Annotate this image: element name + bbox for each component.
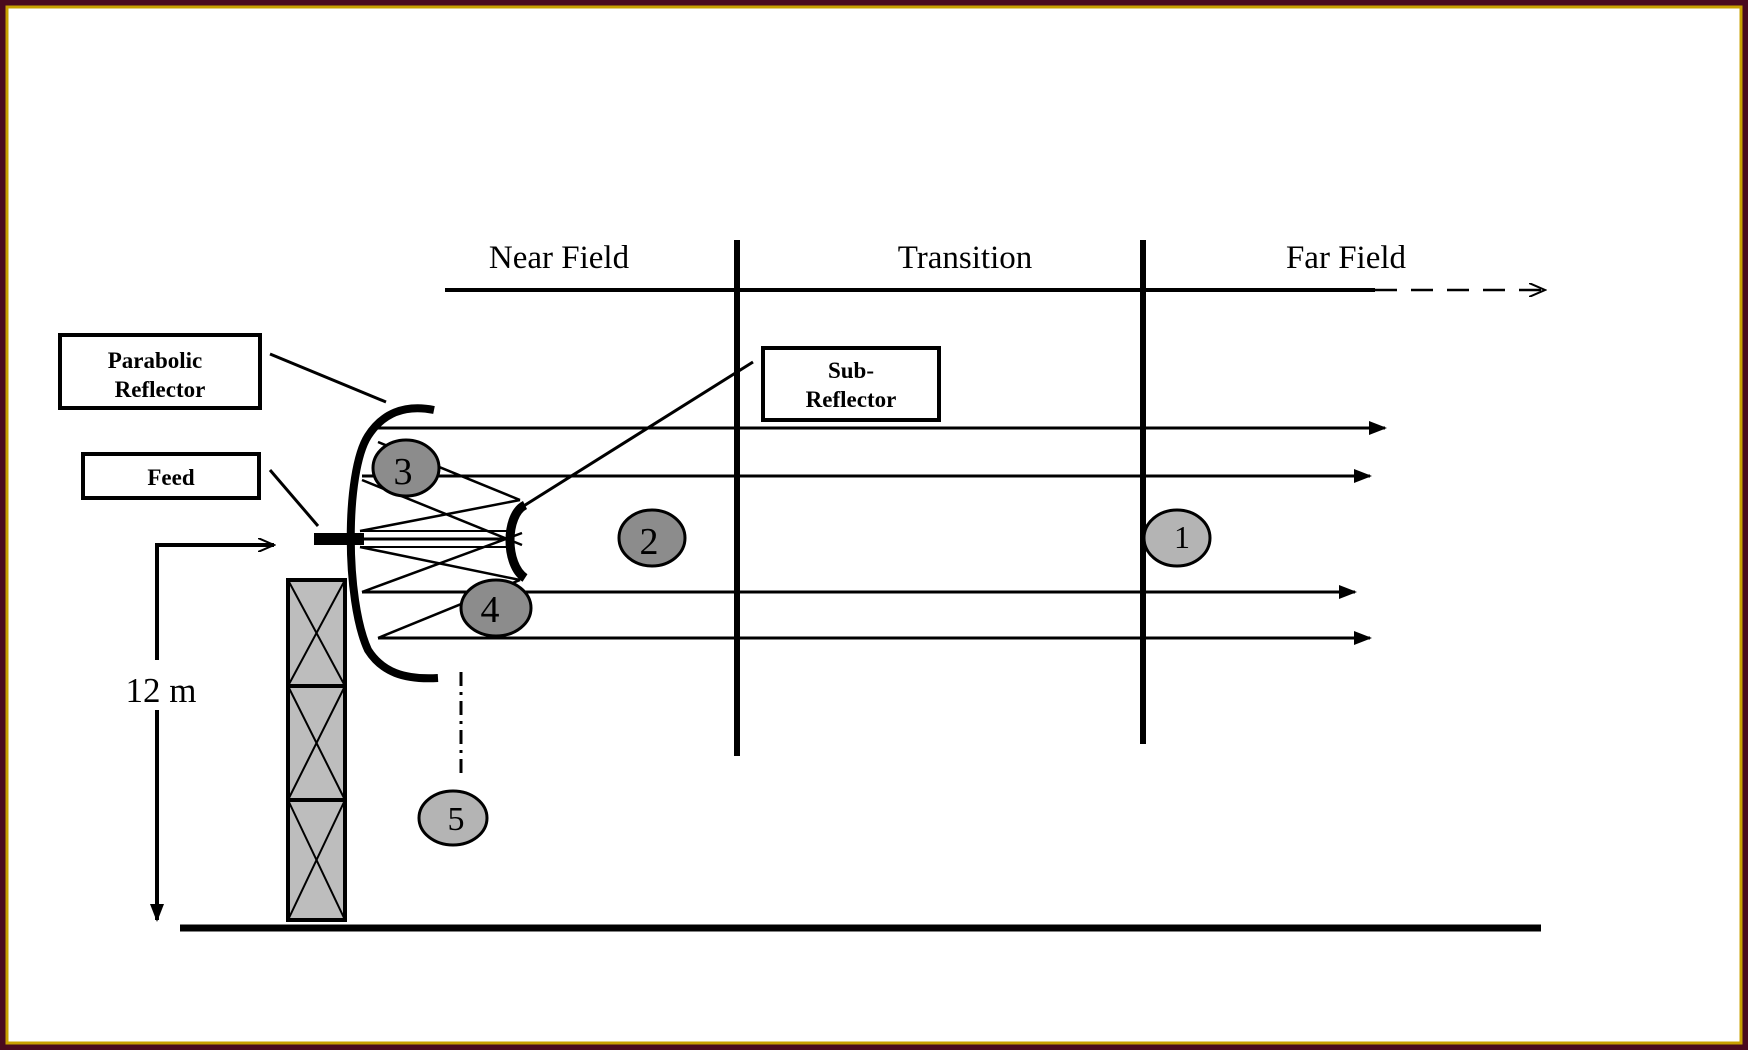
feed-callout: Feed bbox=[81, 452, 320, 527]
tower bbox=[286, 578, 347, 922]
parabolic-reflector-dish bbox=[346, 404, 439, 683]
near-field-label: Near Field bbox=[489, 240, 630, 276]
far-field-label: Far Field bbox=[1286, 240, 1407, 276]
height-label: 12 m bbox=[126, 671, 197, 710]
sub-reflector-label-line2: Reflector bbox=[806, 387, 897, 412]
parabolic-label-line2: Reflector bbox=[115, 377, 206, 402]
svg-text:2: 2 bbox=[640, 521, 659, 563]
marker-1: 1 bbox=[1142, 508, 1212, 568]
parabolic-label-line1: Parabolic bbox=[108, 348, 203, 373]
svg-text:3: 3 bbox=[394, 451, 413, 493]
feed-label: Feed bbox=[147, 465, 194, 490]
marker-5: 5 bbox=[417, 789, 489, 847]
parabolic-reflector-callout: Parabolic Reflector bbox=[58, 333, 387, 410]
canvas bbox=[5, 5, 1743, 1045]
marker-2: 2 bbox=[617, 508, 687, 568]
svg-text:5: 5 bbox=[448, 801, 465, 838]
feed-horn bbox=[314, 533, 364, 545]
svg-text:4: 4 bbox=[481, 589, 500, 631]
sub-reflector-callout: Sub- Reflector bbox=[521, 346, 941, 509]
marker-3: 3 bbox=[371, 438, 441, 498]
transition-label: Transition bbox=[898, 240, 1032, 276]
marker-4: 4 bbox=[459, 578, 533, 638]
sub-reflector-label-line1: Sub- bbox=[828, 358, 874, 383]
svg-text:1: 1 bbox=[1174, 519, 1190, 555]
